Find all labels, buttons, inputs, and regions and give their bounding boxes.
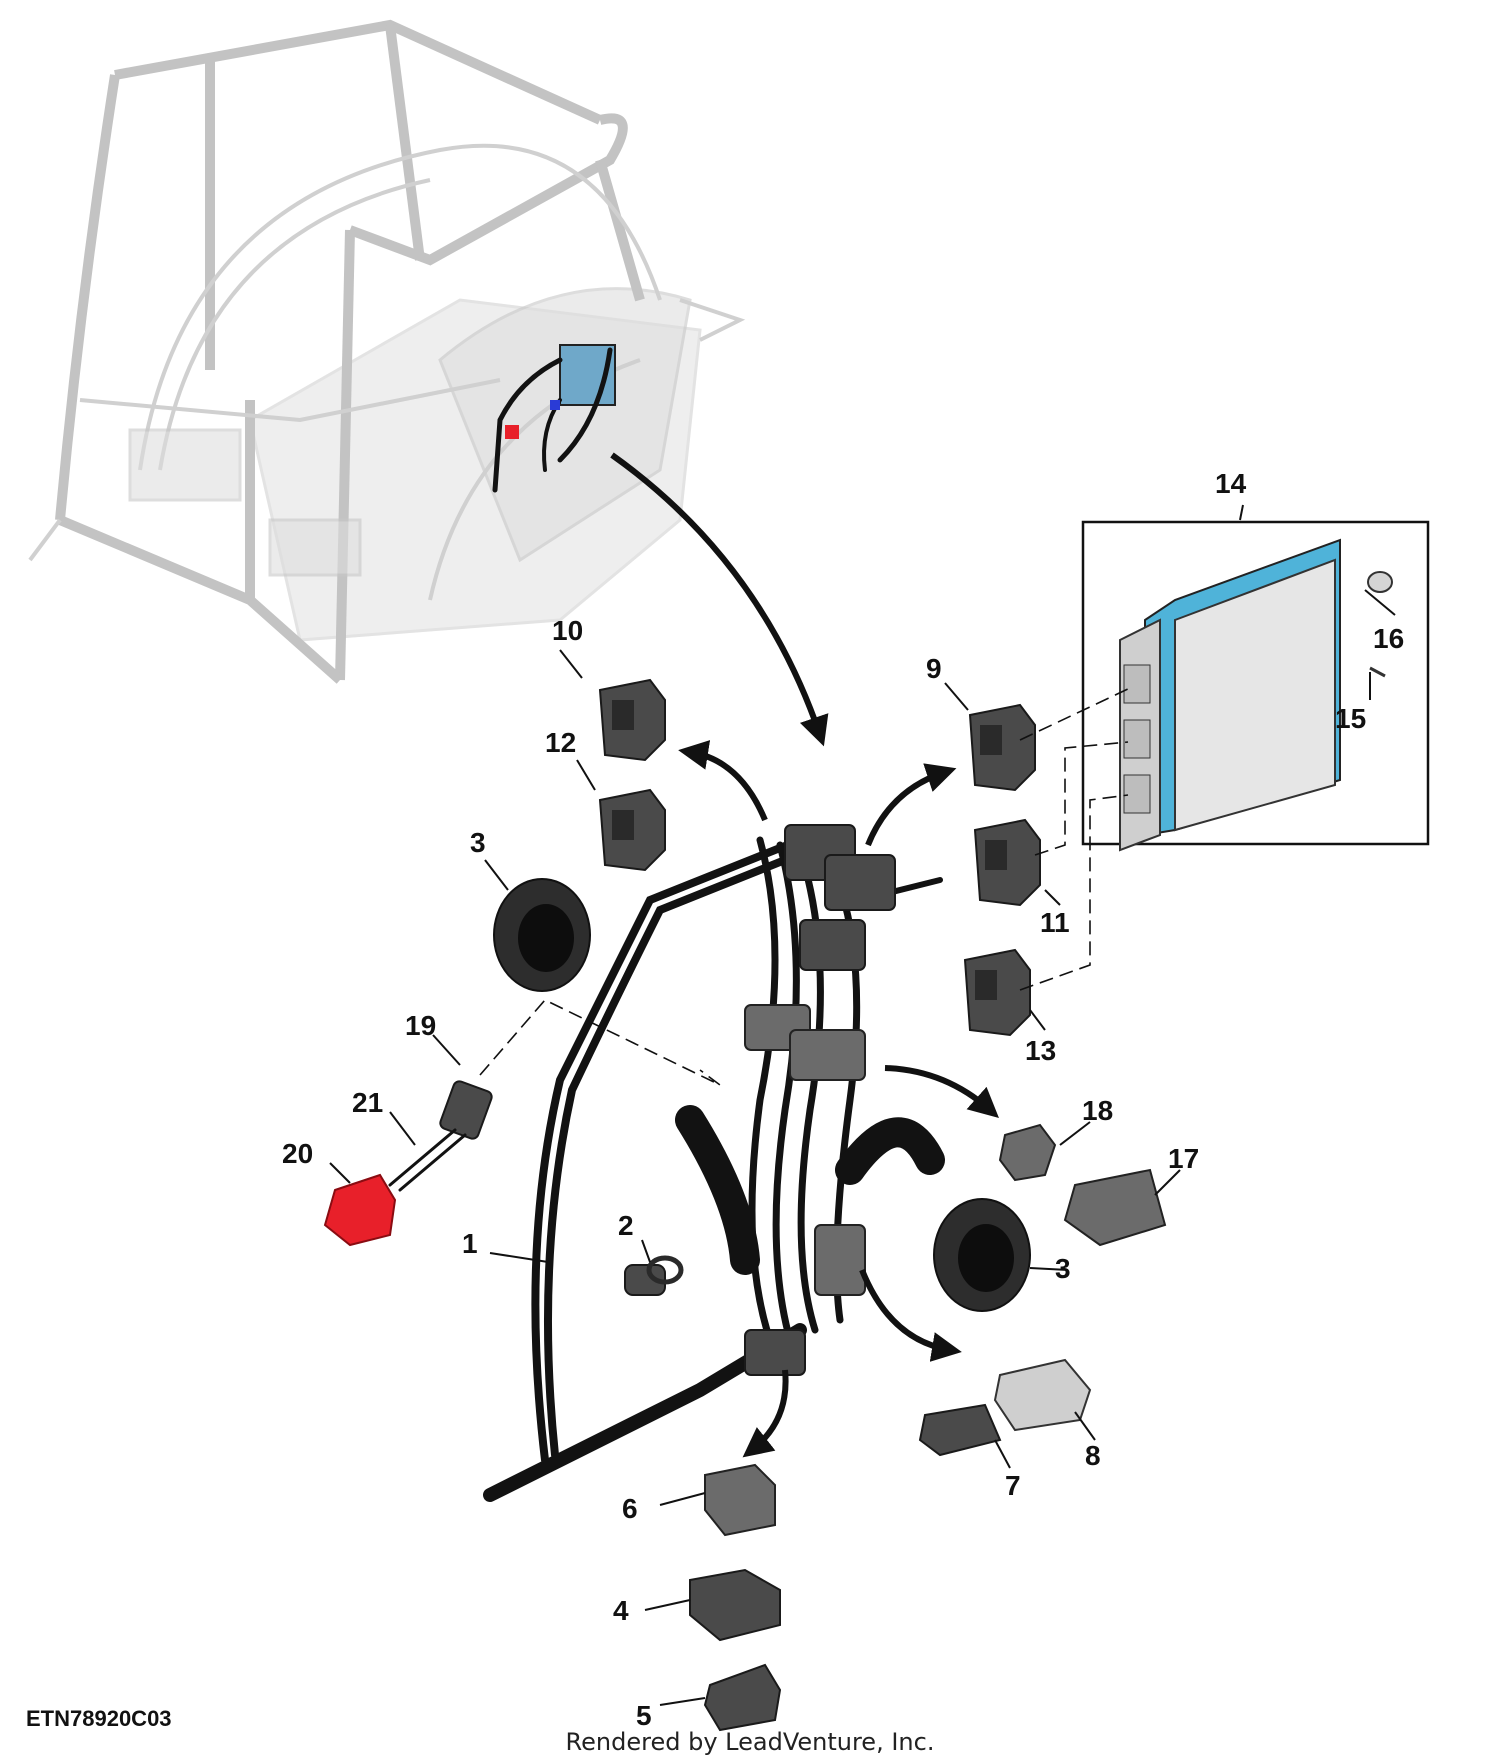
connector-10 (598, 678, 666, 762)
grommet-3-lower (933, 1198, 1031, 1312)
dash-9-ecu (1019, 687, 1131, 741)
connector-4 (689, 1568, 781, 1642)
connector-11 (973, 818, 1041, 907)
callout-7: 7 (1005, 1470, 1021, 1501)
location-arrow (610, 452, 829, 747)
explode-arrow-17-18 (884, 1065, 999, 1118)
callout-11: 11 (1040, 907, 1070, 938)
callout-labels: 1 2 3 3 4 5 6 7 8 9 10 11 12 13 14 15 16… (282, 468, 1404, 1731)
callout-9: 9 (926, 653, 942, 684)
dash-13-ecu (1019, 794, 1129, 991)
grommet-3-upper (493, 878, 591, 992)
leader-lines (329, 504, 1396, 1706)
callout-16: 16 (1373, 623, 1404, 654)
callout-14: 14 (1215, 468, 1247, 499)
callout-2: 2 (618, 1210, 634, 1241)
connector-20 (323, 1173, 397, 1247)
dash-11-ecu (1034, 741, 1129, 856)
explode-arrow-9 (865, 763, 957, 847)
callout-15: 15 (1335, 703, 1366, 734)
controller-detail-box (1081, 520, 1430, 846)
figure-id: ETN78920C03 (26, 1706, 172, 1731)
main-harness (483, 824, 945, 1502)
callout-5: 5 (636, 1700, 652, 1731)
dash-19-harness (479, 999, 721, 1086)
callout-10: 10 (552, 615, 583, 646)
connector-7 (918, 1403, 1002, 1457)
installed-harness-detail (492, 344, 616, 493)
connector-17 (1063, 1168, 1167, 1247)
pigtail-21 (388, 1128, 457, 1187)
render-credit: Rendered by LeadVenture, Inc. (565, 1728, 935, 1756)
callout-3-upper: 3 (470, 827, 486, 858)
clip-2 (624, 1255, 684, 1296)
connector-12 (598, 788, 666, 872)
callout-21: 21 (352, 1087, 383, 1118)
cab-frame-illustration (28, 19, 746, 684)
connector-5 (703, 1663, 782, 1732)
callout-17: 17 (1168, 1143, 1199, 1174)
callout-12: 12 (545, 727, 576, 758)
callout-19: 19 (405, 1010, 436, 1041)
connector-18 (998, 1123, 1057, 1182)
connector-6 (704, 1463, 776, 1537)
connector-13 (963, 948, 1031, 1037)
callout-20: 20 (282, 1138, 313, 1169)
callout-18: 18 (1082, 1095, 1113, 1126)
explode-arrow-10-12 (678, 740, 768, 822)
connector-8 (993, 1358, 1092, 1432)
callout-13: 13 (1025, 1035, 1056, 1066)
controller-unit-group (1081, 520, 1430, 852)
callout-4: 4 (613, 1595, 629, 1626)
connector-19 (439, 1080, 493, 1140)
callout-8: 8 (1085, 1440, 1101, 1471)
callout-1: 1 (462, 1228, 478, 1259)
callout-6: 6 (622, 1493, 638, 1524)
explode-arrow-4-5-6 (742, 1369, 789, 1458)
explode-arrow-7-8 (859, 1268, 962, 1362)
callout-3-lower: 3 (1055, 1253, 1071, 1284)
connector-9 (968, 703, 1036, 792)
